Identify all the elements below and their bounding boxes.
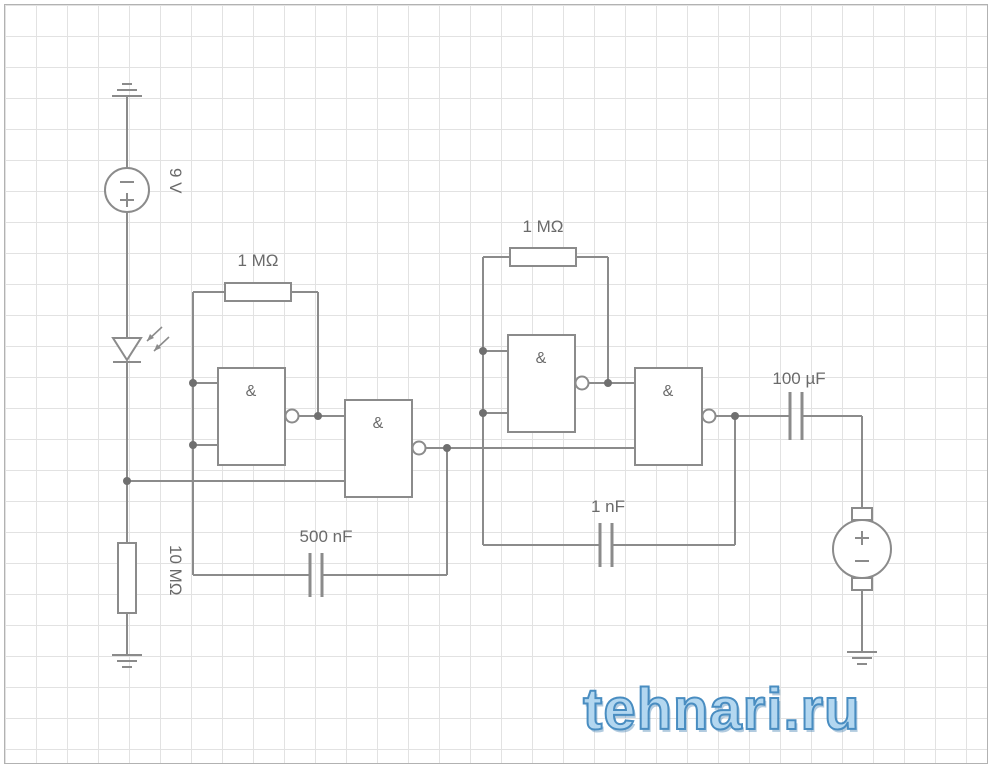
motor-terminal xyxy=(851,507,873,521)
c3-label: 100 µF xyxy=(772,369,825,388)
r3-label: 10 MΩ xyxy=(166,545,185,596)
nand-gate-4: & xyxy=(634,367,717,466)
photodiode-symbol xyxy=(111,326,170,363)
capacitor-c2 xyxy=(598,523,614,567)
gate-label: & xyxy=(663,383,674,400)
gate-label: & xyxy=(246,383,257,400)
gate-label: & xyxy=(373,415,384,432)
ground-symbol-motor xyxy=(847,651,877,665)
motor-body xyxy=(832,519,892,579)
nand-gate-3: & xyxy=(507,334,590,433)
gate-body xyxy=(344,399,413,498)
nand-gate-1: & xyxy=(217,367,300,466)
resistor-r3 xyxy=(117,542,137,614)
inverter-bubble xyxy=(574,375,590,391)
light-arrowhead xyxy=(154,344,161,351)
battery-label: 9 V xyxy=(166,168,185,194)
junction-dot xyxy=(189,379,197,387)
wires xyxy=(126,96,863,655)
r1-label: 1 MΩ xyxy=(237,251,278,270)
resistor-r1 xyxy=(224,282,292,302)
ground-symbol-top xyxy=(112,83,142,97)
junction-dot xyxy=(314,412,322,420)
junction-dot xyxy=(443,444,451,452)
resistor-r2 xyxy=(509,247,577,267)
junction-dots xyxy=(123,347,739,485)
watermark: tehnari.ru xyxy=(582,676,861,743)
capacitor-c1 xyxy=(308,553,324,597)
junction-dot xyxy=(604,379,612,387)
junction-dot xyxy=(479,409,487,417)
light-arrows-icon xyxy=(146,326,170,352)
inverter-bubble xyxy=(411,440,427,456)
ground-symbol-bottom-left xyxy=(112,654,142,668)
nand-gate-2: & xyxy=(344,399,427,498)
capacitor-c3 xyxy=(788,392,804,440)
r2-label: 1 MΩ xyxy=(522,217,563,236)
gate-body xyxy=(507,334,576,433)
gate-label: & xyxy=(536,350,547,367)
junction-dot xyxy=(479,347,487,355)
battery-symbol xyxy=(104,167,150,213)
junction-dot xyxy=(731,412,739,420)
diode-triangle xyxy=(111,337,143,362)
junction-dot xyxy=(189,441,197,449)
inverter-bubble xyxy=(701,408,717,424)
grid-background xyxy=(4,4,988,764)
inverter-bubble xyxy=(284,408,300,424)
motor-symbol xyxy=(832,507,892,591)
c2-label: 1 nF xyxy=(591,497,625,516)
light-arrowhead xyxy=(147,334,154,341)
motor-terminal xyxy=(851,577,873,591)
battery-circle xyxy=(104,167,150,213)
junction-dot xyxy=(123,477,131,485)
c1-label: 500 nF xyxy=(300,527,353,546)
